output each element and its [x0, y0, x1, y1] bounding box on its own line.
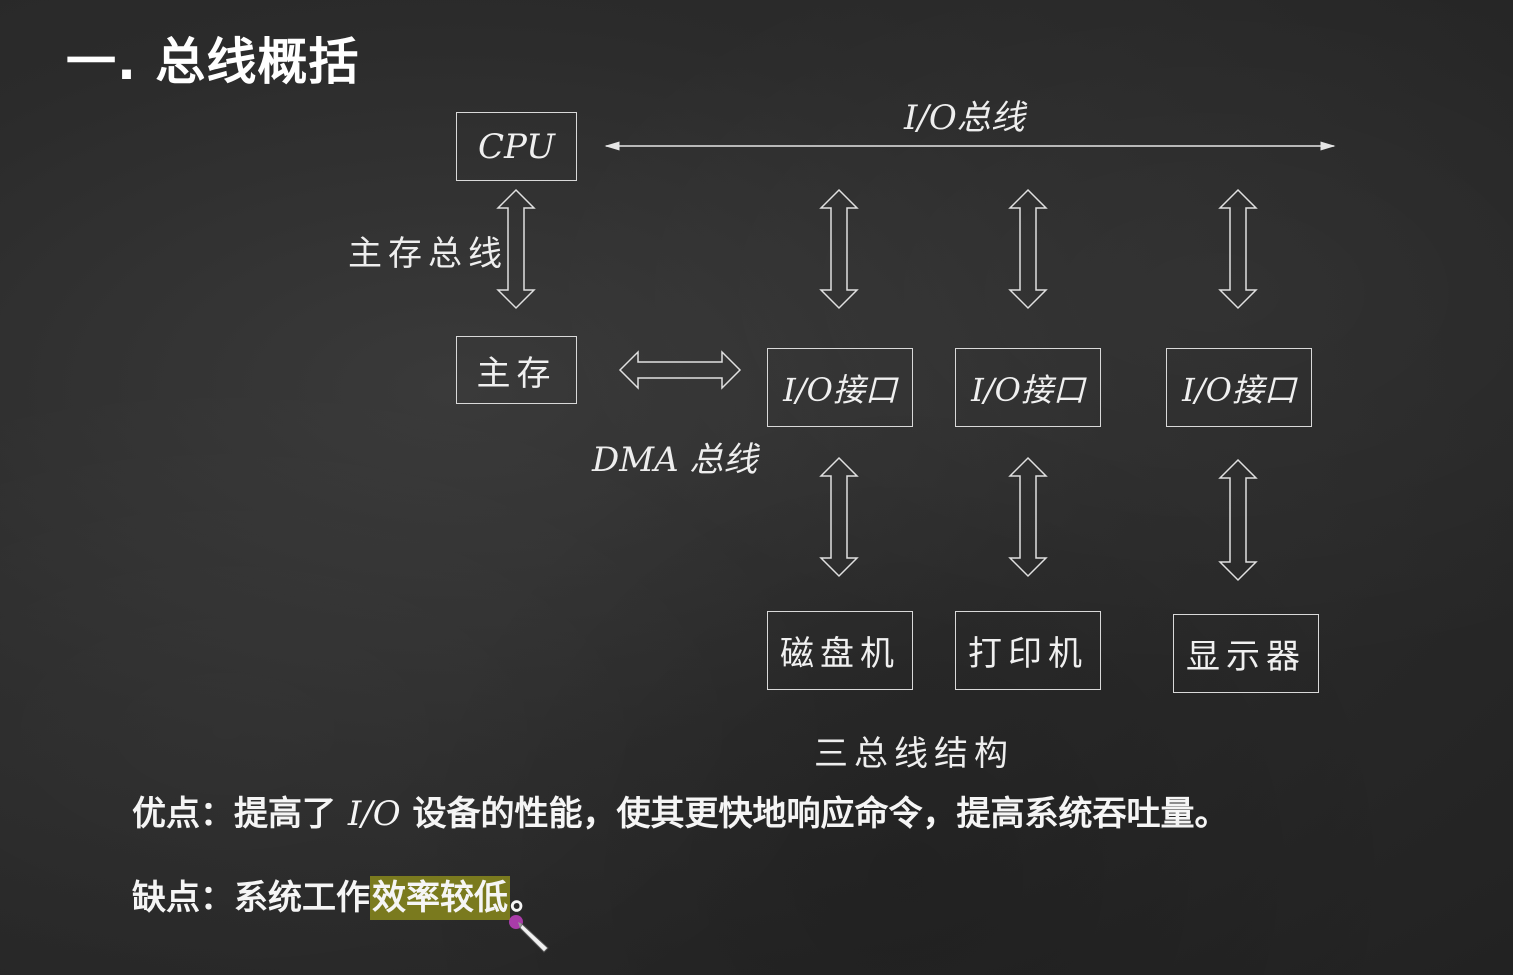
pros-line: 优点：提高了 I/O 设备的性能，使其更快地响应命令，提高系统吞吐量。 — [132, 786, 1228, 835]
cons-suffix: 。 — [510, 878, 544, 918]
io-interface-1: I/O接口 — [767, 348, 913, 427]
dma-bus-label: DMA 总线 — [592, 440, 758, 480]
pros-suffix: 设备的性能，使其更快地响应命令，提高系统吞吐量。 — [412, 794, 1229, 834]
dma-bus-arrow — [618, 350, 742, 390]
cons-highlight: 效率较低 — [370, 876, 510, 920]
pros-io-text: I/O — [347, 794, 401, 834]
interface2-device2-arrow — [1008, 456, 1048, 578]
io-interface-2: I/O接口 — [955, 348, 1101, 427]
diagram-caption: 三总线结构 — [814, 734, 1014, 774]
bus-interface2-arrow — [1008, 188, 1048, 310]
io-bus-label: I/O总线 — [904, 98, 1025, 138]
main-bus-label: 主存总线 — [348, 234, 508, 274]
cons-line: 缺点：系统工作效率较低。 — [132, 870, 544, 920]
cpu-box: CPU — [456, 112, 577, 181]
memory-box: 主存 — [456, 336, 577, 404]
bus-interface3-arrow — [1218, 188, 1258, 310]
interface3-device3-arrow — [1218, 458, 1258, 582]
display-box: 显示器 — [1173, 614, 1319, 693]
main-bus-arrow — [496, 188, 536, 310]
printer-box: 打印机 — [955, 611, 1101, 690]
page-title: 一. 总线概括 — [66, 33, 360, 91]
interface1-device1-arrow — [819, 456, 859, 578]
pros-prefix: 优点：提高了 — [132, 794, 336, 834]
pen-cursor-icon — [509, 915, 549, 953]
io-interface-3: I/O接口 — [1166, 348, 1312, 427]
cons-prefix: 缺点：系统工作 — [132, 878, 370, 918]
disk-drive-box: 磁盘机 — [767, 611, 913, 690]
bus-interface1-arrow — [819, 188, 859, 310]
